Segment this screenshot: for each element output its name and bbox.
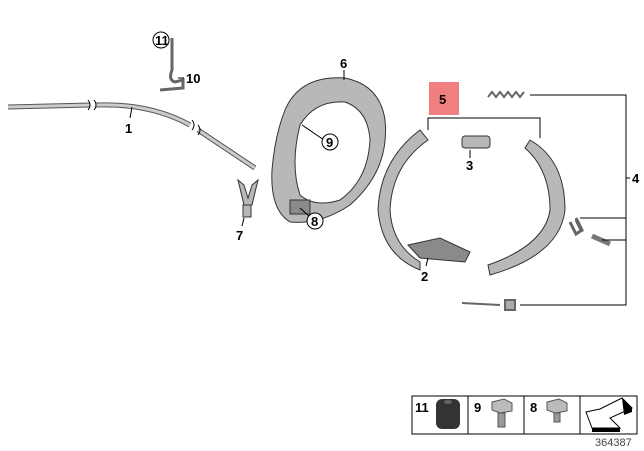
label-4: 4 (632, 171, 640, 186)
legend-item-8[interactable]: 8 (530, 398, 568, 423)
hex-bolt-short-icon (546, 398, 568, 423)
rubber-grommet-icon (436, 399, 460, 429)
label-2: 2 (421, 269, 428, 284)
part-spring-kit[interactable] (461, 90, 612, 311)
label-6: 6 (340, 56, 347, 71)
legend-item-11[interactable]: 11 (415, 399, 460, 429)
label-5: 5 (439, 92, 446, 107)
part-expander[interactable] (407, 237, 471, 263)
legend-box: 11 9 8 (411, 395, 638, 435)
part-clip[interactable] (237, 178, 259, 218)
part-cable[interactable] (7, 99, 257, 171)
part-brake-shoe-left[interactable] (377, 129, 429, 271)
label-11: 11 (155, 33, 169, 48)
label-7: 7 (236, 228, 243, 243)
highlight-box (429, 82, 459, 115)
svg-text:8: 8 (530, 400, 537, 415)
legend-item-9[interactable]: 9 (474, 398, 513, 428)
label-8: 8 (311, 214, 318, 229)
direction-arrow-icon (585, 397, 633, 432)
part-adjuster[interactable] (461, 135, 491, 149)
label-3: 3 (466, 158, 473, 173)
hex-bolt-icon (491, 398, 513, 428)
svg-text:11: 11 (415, 400, 429, 415)
diagram-id: 364387 (595, 437, 632, 449)
svg-text:9: 9 (474, 400, 481, 415)
label-1: 1 (125, 121, 132, 136)
label-9: 9 (326, 135, 333, 150)
part-brake-shoe-right[interactable] (487, 139, 566, 276)
part-bracket-wire[interactable] (159, 38, 185, 92)
label-10: 10 (186, 71, 200, 86)
